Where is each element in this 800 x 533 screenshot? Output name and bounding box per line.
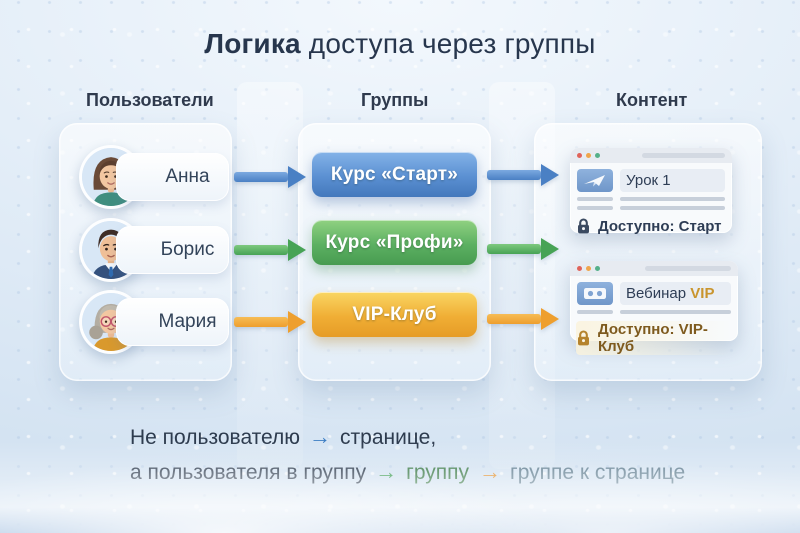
footer-group-word: группу — [406, 461, 470, 484]
page-title: Логика доступа через группы — [0, 28, 800, 60]
user-name: Мария — [158, 311, 217, 332]
arrow-start-to-content-icon — [487, 164, 559, 186]
window-titlebar — [570, 148, 732, 163]
lesson-thumbnail-icon — [577, 169, 613, 192]
title-emphasis: Логика — [204, 28, 301, 59]
address-bar — [644, 266, 731, 271]
skeleton-line — [620, 206, 725, 210]
lock-icon — [576, 217, 591, 235]
left-arrow-corridor — [237, 82, 303, 469]
users-panel: Анна Борис — [59, 123, 232, 381]
groups-panel: Курс «Старт» Курс «Профи» VIP-Клуб — [298, 123, 491, 381]
user-row-boris: Борис — [59, 218, 232, 282]
footer-line-1: Не пользователю → странице, — [130, 420, 685, 455]
group-button-vip: VIP-Клуб — [312, 292, 477, 337]
group-button-profi: Курс «Профи» — [312, 220, 477, 265]
window-titlebar — [570, 261, 738, 276]
footer-text: странице, — [340, 426, 437, 449]
inline-green-arrow-icon: → — [375, 459, 398, 484]
window-content-row: Урок 1 — [577, 169, 725, 192]
green-dot-icon — [595, 153, 600, 158]
user-name-pill: Борис — [116, 226, 229, 274]
inline-blue-arrow-icon: → — [309, 424, 332, 449]
column-header-groups: Группы — [361, 90, 429, 110]
skeleton-line — [577, 206, 613, 210]
arrow-vip-to-content-icon — [487, 308, 559, 330]
window-title-text: Вебинар — [626, 285, 687, 302]
skeleton-line — [577, 197, 613, 201]
placeholder-text-lines — [577, 310, 731, 314]
window-title: Урок 1 — [620, 169, 725, 192]
column-header-content: Контент — [616, 90, 688, 110]
user-name: Борис — [160, 239, 215, 260]
footer-text: группе к странице — [510, 461, 686, 484]
footer-text: Не пользователю — [130, 426, 301, 449]
access-status: Доступно: VIP-Клуб — [576, 321, 732, 355]
user-row-maria: Мария — [59, 290, 232, 354]
arrow-maria-to-vip-icon — [234, 311, 306, 333]
access-status: Доступно: Старт — [576, 217, 726, 235]
address-bar — [642, 153, 725, 158]
webinar-thumbnail-icon — [577, 282, 613, 305]
user-name: Анна — [165, 166, 210, 187]
lock-icon — [576, 329, 591, 347]
yellow-dot-icon — [586, 153, 591, 158]
column-header-users: Пользователи — [86, 90, 214, 110]
access-label: Доступно: Старт — [598, 217, 722, 235]
arrow-boris-to-profi-icon — [234, 239, 306, 261]
red-dot-icon — [577, 153, 582, 158]
skeleton-line — [577, 310, 613, 314]
browser-window-lesson: Урок 1 Доступно: Старт — [570, 148, 732, 235]
window-title: Вебинар VIP — [620, 282, 731, 305]
inline-orange-arrow-icon: → — [479, 459, 502, 484]
skeleton-line — [620, 310, 731, 314]
user-row-anna: Анна — [59, 145, 232, 209]
content-panel: Урок 1 Доступно: Старт — [534, 123, 762, 381]
user-name-pill: Анна — [116, 153, 229, 201]
footer-line-2: а пользователя в группу → группу → группе к … — [130, 455, 685, 490]
browser-window-webinar: Вебинар VIP Доступно: VIP-Клуб — [570, 261, 738, 355]
footer-text: а пользователя в группу — [130, 461, 367, 484]
arrow-anna-to-start-icon — [234, 166, 306, 188]
title-rest: доступа через группы — [300, 28, 596, 59]
user-name-pill: Мария — [116, 298, 229, 346]
access-label: Доступно: VIP-Клуб — [598, 321, 708, 355]
group-button-start: Курс «Старт» — [312, 152, 477, 197]
placeholder-text-lines — [577, 197, 725, 210]
window-title-vip: VIP — [690, 285, 715, 302]
skeleton-line — [620, 197, 725, 201]
arrow-profi-to-content-icon — [487, 238, 559, 260]
footer-explanation: Не пользователю → странице, а пользователя… — [130, 420, 685, 490]
yellow-dot-icon — [586, 266, 591, 271]
green-dot-icon — [595, 266, 600, 271]
red-dot-icon — [577, 266, 582, 271]
window-content-row: Вебинар VIP — [577, 282, 731, 305]
